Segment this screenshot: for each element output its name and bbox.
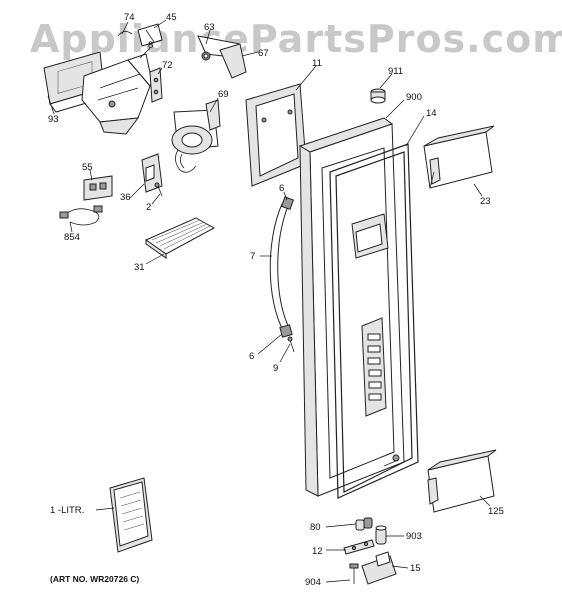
callout-72: 72 <box>162 60 173 71</box>
part-854-harness[interactable] <box>59 205 103 226</box>
part-14-door-gasket[interactable] <box>329 143 419 499</box>
part-31-drip-grille[interactable] <box>144 217 216 259</box>
part-2-screw[interactable] <box>154 182 163 197</box>
part-6-handle-end-top[interactable] <box>280 196 295 211</box>
callout-7: 7 <box>250 251 255 262</box>
part-55-switch[interactable] <box>83 175 113 201</box>
callout-36: 36 <box>120 192 131 203</box>
part-11-recess-panel[interactable] <box>245 83 307 187</box>
callout-2: 2 <box>146 202 151 213</box>
auger-motor[interactable] <box>171 99 221 173</box>
solenoid-bracket[interactable] <box>197 35 247 79</box>
leader-lines <box>47 19 491 583</box>
part-911-cap[interactable] <box>370 88 386 104</box>
part-45-clip[interactable] <box>137 23 163 47</box>
callout-125: 125 <box>488 506 504 517</box>
callout-14: 14 <box>426 108 437 119</box>
door-bottom-hinge <box>383 454 400 467</box>
callout-12: 12 <box>312 546 323 557</box>
part-72-bracket[interactable] <box>149 67 163 103</box>
callout-69: 69 <box>218 89 229 100</box>
callout-74: 74 <box>124 12 135 23</box>
dispenser-housing-assembly[interactable] <box>43 51 153 135</box>
callout-8: 8 <box>148 40 153 51</box>
part-125-lower-door-bin[interactable] <box>427 449 497 513</box>
callout-1-litr: 1 -LITR. <box>50 505 84 516</box>
part-23-upper-door-bin[interactable] <box>423 125 495 189</box>
callout-11: 11 <box>312 58 322 69</box>
callout-9: 9 <box>273 363 278 374</box>
callout-63: 63 <box>204 22 215 33</box>
callout-903: 903 <box>406 531 422 542</box>
part-900-door-assembly[interactable] <box>298 117 405 497</box>
callout-31: 31 <box>134 262 145 273</box>
art-number: (ART NO. WR20726 C) <box>50 574 139 584</box>
part-74-wire[interactable] <box>117 31 133 37</box>
callout-900: 900 <box>406 92 422 103</box>
part-904-screw[interactable] <box>349 563 359 584</box>
callout-23: 23 <box>480 196 491 207</box>
part-12-hinge-plate[interactable] <box>343 539 375 555</box>
part-903-pin[interactable] <box>375 525 387 545</box>
callout-45: 45 <box>166 12 177 23</box>
callout-labels: 74 45 63 67 8 72 93 69 55 36 2 854 31 11… <box>48 12 504 588</box>
dispenser-opening <box>351 213 389 259</box>
callout-6-top: 6 <box>279 183 284 194</box>
part-9-screw[interactable] <box>287 336 295 353</box>
callout-15: 15 <box>410 563 421 574</box>
callout-67: 67 <box>258 48 269 59</box>
callout-854: 854 <box>64 232 80 243</box>
callout-80: 80 <box>310 522 321 533</box>
callout-93: 93 <box>48 114 59 125</box>
callout-6-bottom: 6 <box>249 351 254 362</box>
part-6-handle-end-bottom[interactable] <box>279 324 293 338</box>
callout-904: 904 <box>305 577 321 588</box>
part-15-hinge-block[interactable] <box>361 551 397 585</box>
callout-911: 911 <box>388 66 403 77</box>
part-1-literature[interactable] <box>109 477 153 553</box>
part-7-door-handle[interactable] <box>269 203 291 333</box>
dispenser-button-column <box>361 317 387 417</box>
part-80-bushing[interactable] <box>355 517 373 531</box>
callout-55: 55 <box>82 162 93 173</box>
watermark-text: AppliancePartsPros.com <box>30 17 562 61</box>
